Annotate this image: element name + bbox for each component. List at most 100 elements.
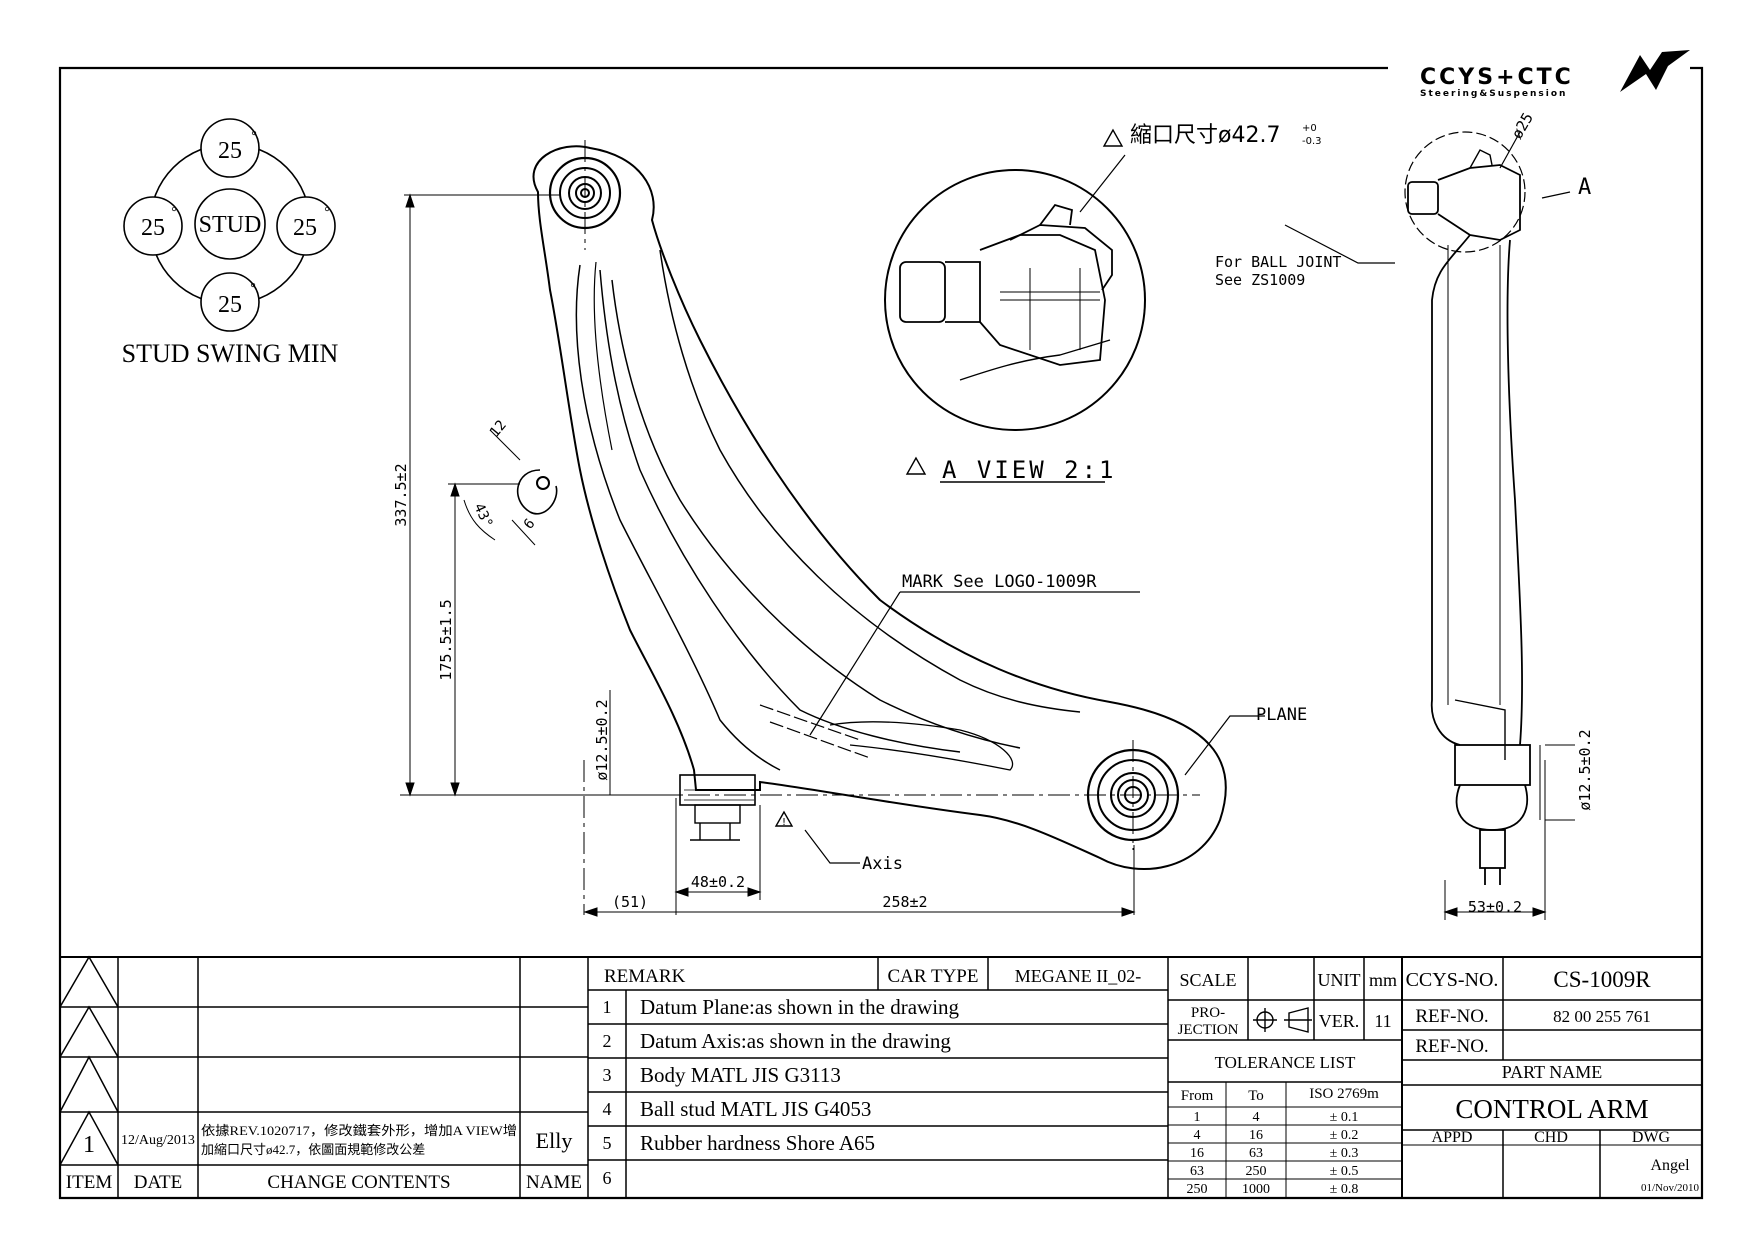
logo-tagline: Steering&Suspension xyxy=(1420,89,1567,99)
chd-label: CHD xyxy=(1534,1129,1568,1146)
revision-header-date: DATE xyxy=(134,1172,183,1193)
tolerance-row-2-tol: ± 0.2 xyxy=(1330,1128,1359,1143)
stud-center-label: STUD xyxy=(199,212,262,238)
revision-row-contents-2: 加縮口尺寸ø42.7，依圖面規範修改公差 xyxy=(201,1142,425,1157)
sheet-border xyxy=(58,66,1704,1200)
revision-row-item: 1 xyxy=(83,1132,95,1158)
unit-label: UNIT xyxy=(1318,970,1361,990)
stud-right-angle: 25 xyxy=(293,215,317,241)
a-view-title: A VIEW 2:1 xyxy=(942,456,1117,484)
tolerance-row-2-from: 4 xyxy=(1194,1128,1201,1143)
datum-axis-symbol: ! xyxy=(774,810,794,828)
projection-symbol-icon xyxy=(1253,1007,1312,1033)
company-logo: CCYS+CTC Steering&Suspension xyxy=(1420,50,1690,99)
stud-top-degree: ° xyxy=(251,129,257,144)
tolerance-row-4-tol: ± 0.5 xyxy=(1330,1164,1359,1179)
tolerance-row-1-tol: ± 0.1 xyxy=(1330,1110,1359,1125)
remark-text-4: Ball stud MATL JIS G4053 xyxy=(640,1097,871,1121)
revision-header-name: NAME xyxy=(526,1172,582,1193)
tolerance-title: TOLERANCE LIST xyxy=(1215,1053,1356,1072)
stud-right-degree: ° xyxy=(324,205,330,220)
tolerance-row-2-to: 16 xyxy=(1249,1128,1263,1143)
revision-header-item: ITEM xyxy=(66,1172,113,1193)
ball-joint-note-line2: See ZS1009 xyxy=(1215,271,1305,289)
tolerance-row-5-tol: ± 0.8 xyxy=(1330,1182,1359,1197)
tolerance-row-3-to: 63 xyxy=(1249,1146,1263,1161)
tolerance-row-1-to: 4 xyxy=(1253,1110,1260,1125)
tolerance-row-4-from: 63 xyxy=(1190,1164,1204,1179)
unit-value: mm xyxy=(1369,970,1397,990)
ref-no-label-1: REF-NO. xyxy=(1415,1006,1488,1027)
dimension-lines xyxy=(404,193,1136,917)
a-view-note-tol-lower: -0.3 xyxy=(1302,136,1322,147)
control-arm-side-view xyxy=(1404,131,1531,885)
car-type-value: MEGANE II_02- xyxy=(1015,966,1141,986)
side-view-width-dim: 53±0.2 xyxy=(1468,898,1522,916)
tolerance-row-5-from: 250 xyxy=(1187,1182,1208,1197)
ccys-no-label: CCYS-NO. xyxy=(1406,969,1499,991)
car-type-label: CAR TYPE xyxy=(888,966,979,987)
tolerance-row-3-tol: ± 0.3 xyxy=(1330,1146,1359,1161)
side-view-ball-dia: ø25 xyxy=(1508,110,1537,142)
ver-label: VER. xyxy=(1319,1011,1360,1031)
a-view-leader xyxy=(1079,154,1126,213)
ball-joint-note-line1: For BALL JOINT xyxy=(1215,253,1341,271)
remark-no-6: 6 xyxy=(603,1168,612,1188)
dim-258: 258±2 xyxy=(882,893,927,911)
revision-row-name: Elly xyxy=(536,1128,573,1153)
tolerance-header-from: From xyxy=(1181,1088,1214,1104)
dwg-label: DWG xyxy=(1632,1129,1671,1146)
ver-value: 11 xyxy=(1374,1011,1391,1031)
stud-bottom-angle: 25 xyxy=(218,292,242,318)
dim-12: 12 xyxy=(487,417,510,440)
a-view-detail xyxy=(884,169,1146,431)
plane-label: PLANE xyxy=(1256,705,1307,725)
ref-no-value-1: 82 00 255 761 xyxy=(1553,1007,1651,1026)
remark-text-2: Datum Axis:as shown in the drawing xyxy=(640,1029,951,1053)
appd-label: APPD xyxy=(1432,1129,1473,1146)
dim-48: 48±0.2 xyxy=(691,873,745,891)
remark-no-2: 2 xyxy=(603,1031,612,1051)
a-view-note: 縮口尺寸ø42.7 xyxy=(1130,123,1280,148)
a-view-note-symbol xyxy=(1102,128,1124,147)
stud-left-angle: 25 xyxy=(141,215,165,241)
stud-bottom-degree: ° xyxy=(250,281,256,296)
logo-brand: CCYS+CTC xyxy=(1420,65,1574,90)
tolerance-row-3-from: 16 xyxy=(1190,1146,1204,1161)
dim-6: 6 xyxy=(521,516,539,533)
remark-text-1: Datum Plane:as shown in the drawing xyxy=(640,995,960,1019)
a-view-note-tol-upper: +0 xyxy=(1302,123,1317,134)
projection-label-2: JECTION xyxy=(1178,1022,1239,1038)
ref-no-label-2: REF-NO. xyxy=(1415,1036,1488,1057)
remark-no-3: 3 xyxy=(603,1065,612,1085)
side-view-a-letter: A xyxy=(1578,175,1591,200)
revision-header-contents: CHANGE CONTENTS xyxy=(267,1172,450,1193)
tolerance-header-to: To xyxy=(1248,1088,1264,1104)
svg-text:!: ! xyxy=(782,817,786,828)
leader-lines xyxy=(804,591,1265,864)
remark-no-5: 5 xyxy=(603,1133,612,1153)
axis-label: Axis xyxy=(862,854,903,874)
tolerance-row-4-to: 250 xyxy=(1246,1164,1267,1179)
title-block-grid xyxy=(59,955,1702,1198)
stud-top-angle: 25 xyxy=(218,138,242,164)
control-arm-main-view xyxy=(516,145,1227,870)
mark-note: MARK See LOGO-1009R xyxy=(902,572,1097,592)
tolerance-header-iso: ISO 2769m xyxy=(1309,1086,1379,1102)
revision-row-contents-1: 依據REV.1020717，修改鐵套外形，增加A VIEW增 xyxy=(201,1123,517,1138)
scale-label: SCALE xyxy=(1179,970,1236,990)
ccys-no-value: CS-1009R xyxy=(1553,967,1651,992)
dim-height-mid: 175.5±1.5 xyxy=(437,599,455,680)
tolerance-row-1-from: 1 xyxy=(1194,1110,1201,1125)
projection-label-1: PRO- xyxy=(1191,1005,1225,1021)
remark-no-1: 1 xyxy=(603,997,612,1017)
dim-43: 43° xyxy=(470,501,495,531)
dwg-value: Angel xyxy=(1650,1157,1690,1174)
center-lines xyxy=(400,140,1200,915)
remark-text-3: Body MATL JIS G3113 xyxy=(640,1063,841,1087)
stud-swing-diagram xyxy=(123,118,336,332)
remark-no-4: 4 xyxy=(603,1099,612,1119)
side-view-dimensions xyxy=(1284,131,1575,920)
remark-text-5: Rubber hardness Shore A65 xyxy=(640,1131,875,1155)
logo-swoosh-icon xyxy=(1620,50,1690,92)
